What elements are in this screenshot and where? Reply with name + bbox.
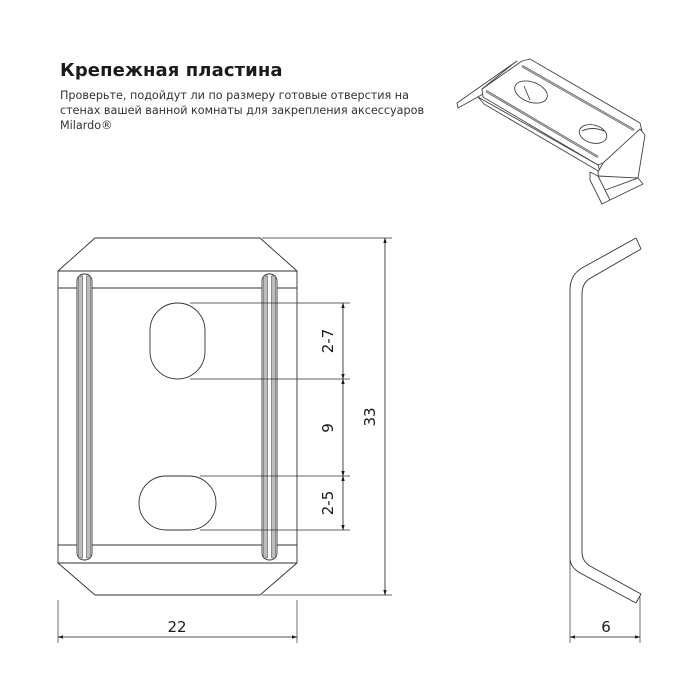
side-view bbox=[569, 237, 642, 643]
right-rail bbox=[261, 273, 278, 561]
isometric-view bbox=[456, 58, 646, 205]
dim-top-hole: 2-7 bbox=[319, 329, 337, 354]
front-view bbox=[57, 237, 392, 643]
dim-depth: 6 bbox=[601, 618, 611, 636]
top-hole bbox=[149, 302, 206, 380]
dim-bottom-hole: 2-5 bbox=[319, 491, 337, 516]
plate-outline bbox=[57, 237, 298, 596]
bottom-hole bbox=[138, 475, 217, 531]
page-title: Крепежная пластина bbox=[60, 60, 283, 81]
page-description: Проверьте, подойдут ли по размеру готовы… bbox=[60, 89, 425, 132]
dimension-lines bbox=[57, 237, 641, 639]
dim-spacing: 9 bbox=[319, 423, 337, 433]
dim-width: 22 bbox=[167, 618, 186, 636]
left-rail bbox=[76, 273, 93, 561]
dim-height: 33 bbox=[361, 407, 379, 426]
